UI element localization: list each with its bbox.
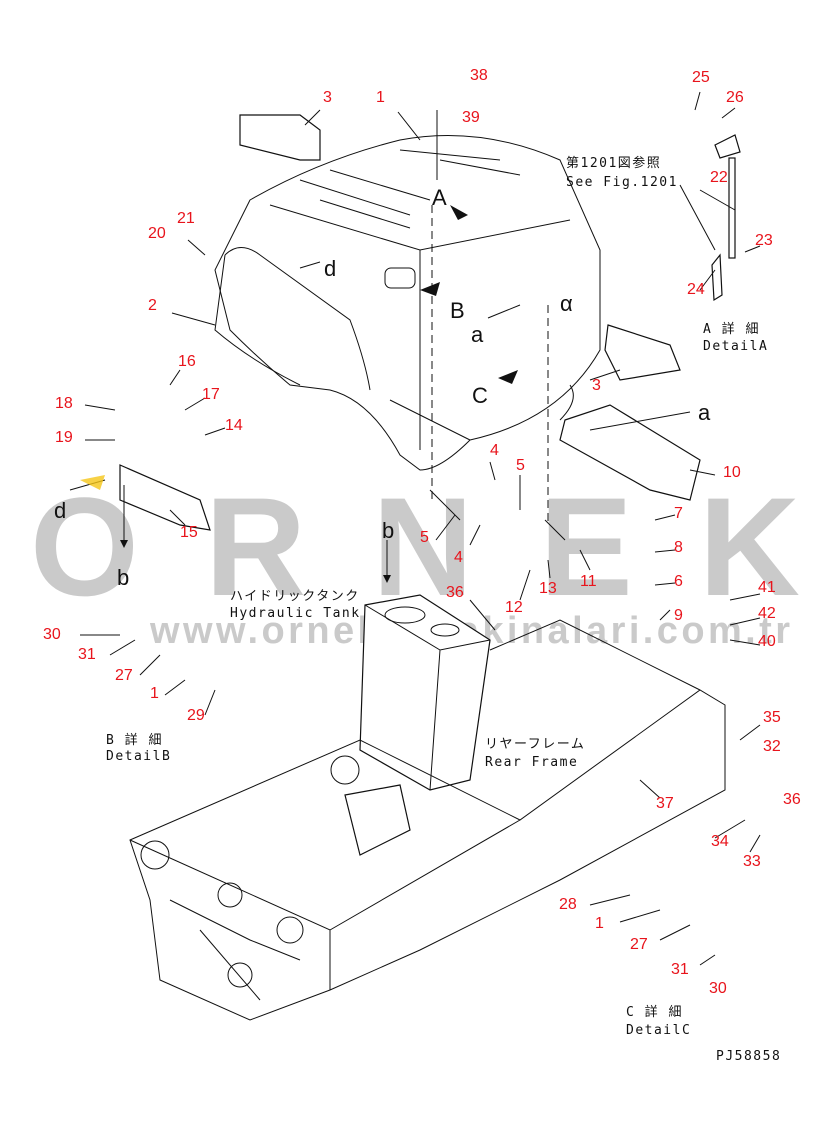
callout: 1 bbox=[376, 89, 385, 106]
callout: 24 bbox=[687, 281, 705, 298]
callout: 2 bbox=[148, 297, 157, 314]
view-letter: α bbox=[560, 291, 573, 316]
rear-frame bbox=[129, 619, 726, 1021]
callout-numbers: 38 39 3 1 25 26 22 23 24 20 21 2 3 16 17… bbox=[43, 67, 801, 997]
hydraulic-tank bbox=[359, 594, 491, 791]
callout: 31 bbox=[671, 961, 689, 978]
callout: 3 bbox=[592, 377, 601, 394]
detail-c-en: DetailC bbox=[626, 1023, 691, 1038]
callout: 3 bbox=[323, 89, 332, 106]
callout: 17 bbox=[202, 386, 220, 403]
view-letter: b bbox=[382, 518, 394, 543]
frame-jp: リヤーフレーム bbox=[485, 737, 585, 752]
view-letter: A bbox=[432, 185, 447, 210]
view-letter: C bbox=[472, 383, 488, 408]
block-part-3b bbox=[604, 324, 681, 381]
callout: 28 bbox=[559, 896, 577, 913]
callout: 21 bbox=[177, 210, 195, 227]
callout: 12 bbox=[505, 599, 523, 616]
engine-hood bbox=[214, 135, 601, 471]
callout: 27 bbox=[115, 667, 133, 684]
detail-a-jp: A 詳 細 bbox=[703, 321, 760, 337]
callout: 37 bbox=[656, 795, 674, 812]
tank-jp: ハイドリックタンク bbox=[230, 589, 360, 604]
view-letter: a bbox=[471, 322, 484, 347]
callout: 41 bbox=[758, 579, 776, 596]
callout: 29 bbox=[187, 707, 205, 724]
callout: 1 bbox=[595, 915, 604, 932]
callout: 5 bbox=[420, 529, 429, 546]
callout: 18 bbox=[55, 395, 73, 412]
callout: 10 bbox=[723, 464, 741, 481]
bracket-part-15 bbox=[119, 464, 211, 531]
callout: 35 bbox=[763, 709, 781, 726]
callout: 13 bbox=[539, 580, 557, 597]
callout: 7 bbox=[674, 505, 683, 522]
detail-b-en: DetailB bbox=[106, 749, 171, 764]
callout: 30 bbox=[43, 626, 61, 643]
callout: 36 bbox=[783, 791, 801, 808]
callout: 22 bbox=[710, 169, 728, 186]
callout: 1 bbox=[150, 685, 159, 702]
callout: 26 bbox=[726, 89, 744, 106]
callout: 19 bbox=[55, 429, 73, 446]
callout: 4 bbox=[454, 549, 463, 566]
callout: 15 bbox=[180, 524, 198, 541]
callout: 9 bbox=[674, 607, 683, 624]
tank-en: Hydraulic Tank bbox=[230, 606, 361, 621]
callout: 34 bbox=[711, 833, 729, 850]
callout: 32 bbox=[763, 738, 781, 755]
see-fig-jp: 第1201図参照 bbox=[566, 155, 661, 171]
block-part-3 bbox=[239, 114, 321, 161]
callout: 14 bbox=[225, 417, 243, 434]
view-letter: d bbox=[54, 498, 66, 523]
callout: 40 bbox=[758, 633, 776, 650]
callout: 11 bbox=[580, 573, 597, 590]
callout: 33 bbox=[743, 853, 761, 870]
callout: 38 bbox=[470, 67, 488, 84]
view-letter: d bbox=[324, 256, 336, 281]
callout: 4 bbox=[490, 442, 499, 459]
view-letters: A B a C a d d b b α bbox=[54, 185, 711, 590]
drawing-code: PJ58858 bbox=[716, 1049, 781, 1064]
detail-b-jp: B 詳 細 bbox=[106, 732, 163, 748]
detail-a-en: DetailA bbox=[703, 339, 768, 354]
notes: 第1201図参照 See Fig.1201 A 詳 細 DetailA B 詳 … bbox=[106, 155, 781, 1064]
callout: 5 bbox=[516, 457, 525, 474]
callout: 30 bbox=[709, 980, 727, 997]
callout: 20 bbox=[148, 225, 166, 242]
view-letter: B bbox=[450, 298, 465, 323]
callout: 8 bbox=[674, 539, 683, 556]
see-fig-en: See Fig.1201 bbox=[566, 175, 678, 190]
callout: 16 bbox=[178, 353, 196, 370]
callout: 39 bbox=[462, 109, 480, 126]
callout: 31 bbox=[78, 646, 96, 663]
gas-spring-22 bbox=[711, 134, 741, 302]
detail-c-jp: C 詳 細 bbox=[626, 1004, 683, 1020]
callout: 36 bbox=[446, 584, 464, 601]
callout: 42 bbox=[758, 605, 776, 622]
frame-en: Rear Frame bbox=[485, 755, 578, 770]
callout: 6 bbox=[674, 573, 683, 590]
view-letter: b bbox=[117, 565, 129, 590]
view-letter: a bbox=[698, 400, 711, 425]
callout: 27 bbox=[630, 936, 648, 953]
callout: 23 bbox=[755, 232, 773, 249]
callout: 25 bbox=[692, 69, 710, 86]
